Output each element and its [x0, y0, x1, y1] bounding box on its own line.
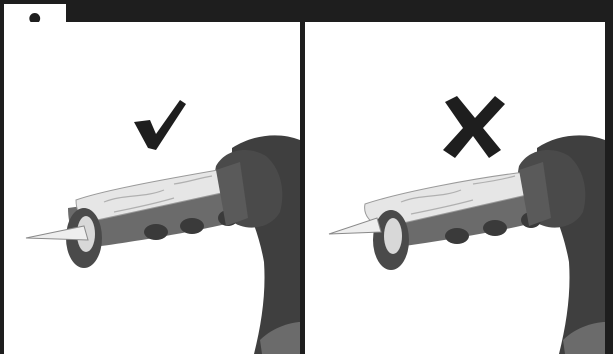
holder-front-opening	[384, 218, 402, 254]
panel-correct	[4, 22, 300, 354]
holder-ridge	[445, 228, 469, 244]
holder-ridge	[144, 224, 168, 240]
right-border	[605, 22, 613, 354]
incorrect-illustration	[305, 22, 605, 354]
top-bar	[0, 0, 613, 22]
panel-incorrect	[305, 22, 605, 354]
checkmark-icon	[134, 100, 186, 150]
cartridge-nozzle	[329, 218, 381, 234]
correct-illustration	[4, 22, 300, 354]
cross-icon	[443, 96, 505, 158]
holder-ridge	[483, 220, 507, 236]
holder-ridge	[180, 218, 204, 234]
cartridge-nozzle	[26, 226, 88, 240]
